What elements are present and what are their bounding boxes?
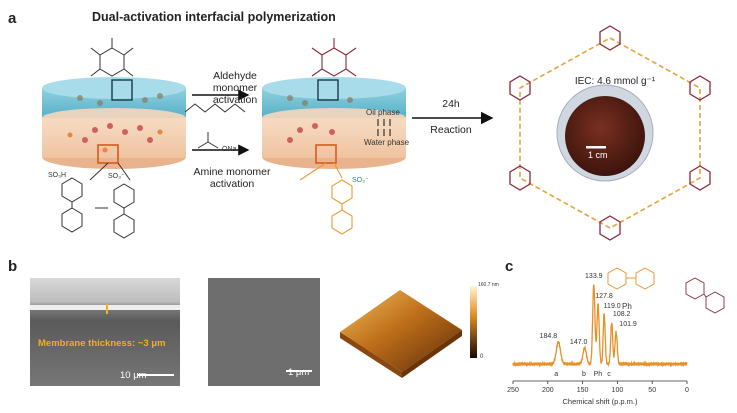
afm-height-map <box>340 286 477 378</box>
reaction-time-label: 24h <box>442 98 460 110</box>
nmr-peak-label: 101.9 <box>619 321 637 328</box>
panel-b-letter: b <box>8 258 18 275</box>
nmr-assignment-label: Ph <box>594 371 603 378</box>
reactor-left <box>42 77 186 169</box>
sem-scale-label-1: 10 μm <box>120 370 147 381</box>
nmr-tick-label: 200 <box>542 387 554 394</box>
nmr-tick-label: 50 <box>648 387 656 394</box>
nmr-assignment-label: b <box>582 371 586 378</box>
cof-framework <box>509 25 711 241</box>
nmr-peak-label: 108.2 <box>613 311 631 318</box>
nmr-spectrum: 250 200 150 100 50 0 184.8 147.0 133.9 127.8 119.… <box>507 267 725 406</box>
panel-a-title: Dual-activation interfacial polymerizati… <box>92 10 336 24</box>
activated-amine-structure <box>299 162 353 235</box>
surfactant-chain <box>184 103 246 113</box>
panel-c-letter: c <box>505 258 514 275</box>
amine-activation-label: Amine monomer activation <box>193 166 271 190</box>
disc-scale-label: 1 cm <box>588 150 608 160</box>
oil-phase-label: Oil phase <box>366 108 400 117</box>
reactor-right <box>262 77 406 169</box>
nmr-structure-ph <box>607 267 655 290</box>
sem-scale-label-2: 1 μm <box>288 367 310 378</box>
structure-ph-label: Ph <box>622 302 632 311</box>
nmr-line <box>512 284 688 368</box>
nmr-peak-label: 147.0 <box>570 339 588 346</box>
iec-label: IEC: 4.6 mmol g⁻¹ <box>574 76 656 87</box>
aldehyde-activation-label: Aldehyde monomer activation <box>212 70 258 106</box>
nmr-peak-label: 184.8 <box>540 333 558 340</box>
panel-a-letter: a <box>8 10 17 27</box>
nmr-peak-label: 127.8 <box>595 293 613 300</box>
reaction-label: Reaction <box>430 124 472 136</box>
nmr-tick-label: 150 <box>577 387 589 394</box>
sulfonate-label-1: SO₃H <box>48 172 67 179</box>
afm-scale-bottom: 0 <box>480 354 484 360</box>
afm-scale-top: 160.7 nm <box>478 282 499 288</box>
membrane-thickness-label: Membrane thickness: ~3 μm <box>38 338 166 349</box>
water-phase-label: Water phase <box>364 138 410 147</box>
sulfonate-label-3: SO₃⁻ <box>352 177 369 184</box>
nmr-x-axis-label: Chemical shift (p.p.m.) <box>562 397 638 406</box>
formate-structure <box>197 132 219 149</box>
sem-cross-section <box>30 278 180 386</box>
nmr-tick-label: 100 <box>612 387 624 394</box>
activated-aldehyde-structure <box>311 38 357 77</box>
nmr-assignment-label: c <box>607 371 611 378</box>
nmr-structure <box>685 277 725 314</box>
sem-surface <box>208 278 320 386</box>
nmr-assignment-label: a <box>554 371 558 378</box>
sulfonate-label-2: SO₃⁻ <box>108 173 125 180</box>
nmr-peak-label: 119.0 <box>604 303 621 310</box>
amine-monomer-structure <box>61 162 135 239</box>
nmr-tick-label: 250 <box>507 387 519 394</box>
aldehyde-monomer-structure <box>90 38 134 77</box>
nmr-tick-label: 0 <box>685 387 689 394</box>
nmr-peak-label: 133.9 <box>585 273 603 280</box>
formate-label: ONa <box>222 146 237 153</box>
panel-a-schematic <box>42 25 711 241</box>
